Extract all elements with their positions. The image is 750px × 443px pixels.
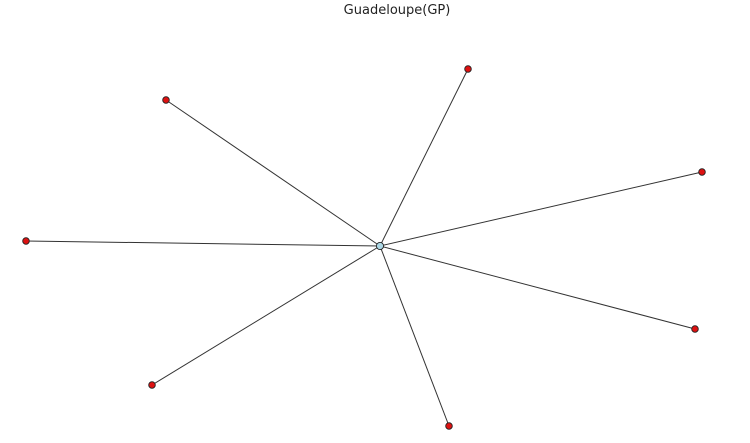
edge-center-leaf-left xyxy=(25,240,381,247)
leaf-node-top-left xyxy=(162,96,170,104)
leaf-node-bottom xyxy=(445,422,453,430)
leaf-node-top-right xyxy=(464,65,472,73)
edge-center-leaf-right xyxy=(379,171,703,247)
diagram-title: Guadeloupe(GP) xyxy=(343,3,451,18)
nodes-layer xyxy=(22,65,706,430)
hub-node xyxy=(375,241,385,251)
edge-center-leaf-lower-right xyxy=(379,245,696,330)
leaf-node-lower-left xyxy=(148,381,156,389)
edge-center-leaf-bottom xyxy=(379,245,450,427)
leaf-node-right xyxy=(698,168,706,176)
leaf-node-left xyxy=(22,237,30,245)
edge-center-leaf-top-right xyxy=(379,68,469,247)
edges-layer xyxy=(25,68,703,427)
edge-center-leaf-lower-left xyxy=(151,245,381,386)
leaf-node-lower-right xyxy=(691,325,699,333)
edge-center-leaf-top-left xyxy=(165,99,381,247)
